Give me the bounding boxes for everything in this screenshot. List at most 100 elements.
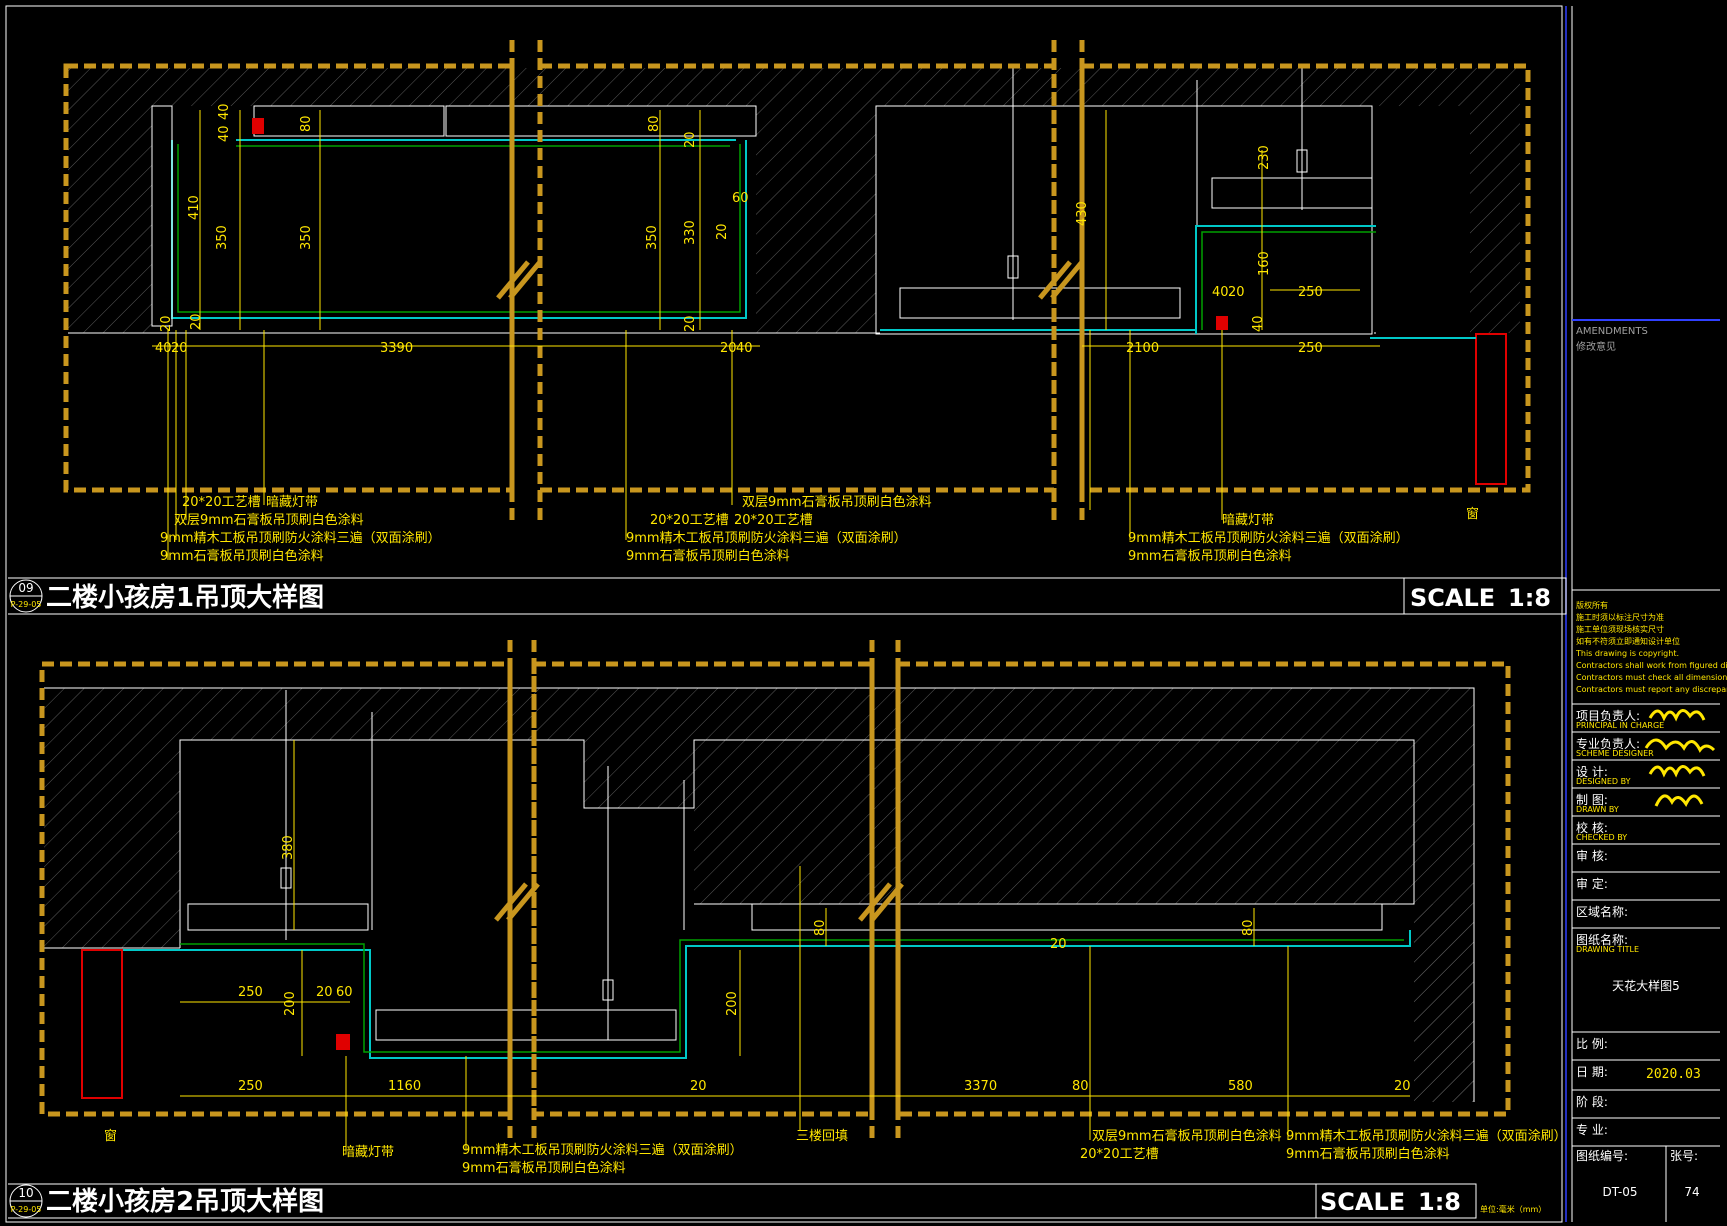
note-2-d-1: 9mm石膏板吊顶刷白色涂料 — [1286, 1146, 1450, 1162]
note-1-left-4: 9mm石膏板吊顶刷白色涂料 — [160, 548, 324, 564]
dim-2-11: 80 — [1072, 1079, 1089, 1094]
dim-2-7: 20 — [690, 1079, 707, 1094]
tb-row-checked-en: CHECKED BY — [1576, 833, 1627, 842]
tb-row-scheme-en: SCHEME DESIGNER — [1576, 749, 1654, 758]
tb-row-design: 设 计: — [1576, 765, 1608, 779]
dim-2-8: 80 — [813, 919, 828, 936]
tb-row-principal: 项目负责人: — [1576, 709, 1640, 723]
window-label-1: 窗 — [1466, 506, 1479, 522]
dim-1-20: 430 — [1075, 201, 1090, 226]
tb-row-checked: 校 核: — [1576, 820, 1608, 835]
tb-row-approve: 审 定: — [1576, 876, 1608, 891]
dim-1-23: 40 — [1212, 285, 1229, 300]
drawing-title-2: 二楼小孩房2吊顶大样图 — [46, 1186, 324, 1217]
window-label-2: 窗 — [104, 1128, 117, 1144]
dim-1-1: 40 — [217, 125, 232, 142]
notice-2: 施工单位须现场核实尺寸 — [1576, 624, 1664, 634]
light-strip-icon — [252, 118, 264, 134]
dim-1-9: 330 — [683, 220, 698, 245]
dim-1-26: 40 — [1251, 315, 1266, 332]
scale-label-1: SCALE — [1410, 584, 1495, 612]
note-1-mid-1: 20*20工艺槽 — [650, 513, 729, 528]
note-2-c-1: 20*20工艺槽 — [1080, 1147, 1159, 1162]
dim-1-8: 350 — [645, 225, 660, 250]
dim-1-28: 2100 — [1126, 341, 1159, 356]
dim-1-21: 230 — [1257, 145, 1272, 170]
title-block: AMENDMENTS 修改意见 版权所有 施工时须以标注尺寸为准 施工单位须现场… — [1572, 319, 1727, 1222]
dim-1-16: 20 — [171, 341, 188, 356]
dim-1-4: 350 — [215, 225, 230, 250]
tb-row-area: 区域名称: — [1576, 904, 1628, 919]
dim-1-24: 20 — [1228, 285, 1245, 300]
drawing-title-1: 二楼小孩房1吊顶大样图 — [46, 582, 324, 613]
dim-1-11: 60 — [732, 191, 749, 206]
note-1-left-0: 20*20工艺槽 — [182, 495, 261, 510]
note-1-right-2: 9mm石膏板吊顶刷白色涂料 — [1128, 548, 1292, 564]
notice-0: 版权所有 — [1576, 600, 1608, 610]
amendments-label: 修改意见 — [1576, 340, 1616, 353]
note-2-c-0: 双层9mm石膏板吊顶刷白色涂料 — [1092, 1128, 1282, 1144]
dim-1-17: 3390 — [380, 341, 413, 356]
dim-2-2: 20 — [316, 985, 333, 1000]
tb-stage-label: 阶 段: — [1576, 1094, 1608, 1109]
tb-date-label: 日 期: — [1576, 1065, 1608, 1079]
unit-label: 单位:毫米（mm） — [1480, 1204, 1546, 1214]
dim-1-10: 20 — [715, 223, 730, 240]
dim-2-10: 3370 — [964, 1079, 997, 1094]
tb-drawing-no-label: 图纸编号: — [1576, 1148, 1628, 1163]
badge-num-1: 09 — [18, 581, 33, 595]
tb-row-design-en: DESIGNED BY — [1576, 777, 1631, 786]
dim-1-12: 20 — [189, 313, 204, 330]
note-1-left-1: 暗藏灯带 — [266, 495, 318, 510]
scale-value-1: 1:8 — [1508, 584, 1551, 612]
dim-1-15: 40 — [155, 341, 172, 356]
note-2-b: 三楼回填 — [796, 1129, 848, 1144]
notice-4: This drawing is copyright. — [1575, 649, 1679, 658]
dim-2-1: 250 — [238, 985, 263, 1000]
dim-1-7: 20 — [683, 131, 698, 148]
tb-drawing-no: DT-05 — [1602, 1185, 1637, 1199]
note-1-right-0: 暗藏灯带 — [1222, 513, 1274, 528]
tb-scale-label: 比 例: — [1576, 1037, 1608, 1051]
dim-2-14: 20 — [1394, 1079, 1411, 1094]
drawing-2: 380 250 20 60 200 250 1160 20 80 200 337… — [8, 640, 1567, 1219]
amendments-en: AMENDMENTS — [1576, 326, 1648, 337]
tb-row-principal-en: PRINCIPAL IN CHARGE — [1576, 721, 1664, 730]
note-1-mid-3: 9mm精木工板吊顶刷防火涂料三遍（双面涂刷） — [626, 530, 907, 546]
notice-1: 施工时须以标注尺寸为准 — [1576, 612, 1664, 622]
window-symbol — [1475, 333, 1507, 485]
tb-discipline-label: 专 业: — [1576, 1122, 1608, 1137]
tb-row-drawn: 制 图: — [1576, 793, 1608, 807]
signatures — [1644, 709, 1716, 807]
tb-sheet-no: 74 — [1684, 1185, 1699, 1199]
dim-1-5: 350 — [299, 225, 314, 250]
note-1-mid-0: 双层9mm石膏板吊顶刷白色涂料 — [742, 494, 932, 510]
window-symbol-2 — [81, 949, 123, 1099]
dim-1-22: 160 — [1257, 251, 1272, 276]
dim-2-13: 580 — [1228, 1079, 1253, 1094]
note-1-mid-4: 9mm石膏板吊顶刷白色涂料 — [626, 548, 790, 564]
dim-2-3: 60 — [336, 985, 353, 1000]
drawing-1: 40 40 80 410 350 350 80 20 350 330 20 60… — [8, 40, 1567, 615]
dim-1-13: 20 — [683, 315, 698, 332]
scale-value-2: 1:8 — [1418, 1188, 1461, 1216]
note-1-left-3: 9mm精木工板吊顶刷防火涂料三遍（双面涂刷） — [160, 530, 441, 546]
dim-1-18: 20 — [720, 341, 737, 356]
dim-1-14: 20 — [159, 315, 174, 332]
note-2-light: 暗藏灯带 — [342, 1145, 394, 1160]
note-1-left-2: 双层9mm石膏板吊顶刷白色涂料 — [174, 512, 364, 528]
tb-row-review: 审 核: — [1576, 848, 1608, 863]
dim-1-3: 410 — [187, 195, 202, 220]
scale-label-2: SCALE — [1320, 1188, 1405, 1216]
dim-1-27: 250 — [1298, 341, 1323, 356]
dim-2-0: 380 — [281, 835, 296, 860]
note-2-a-0: 9mm精木工板吊顶刷防火涂料三遍（双面涂刷） — [462, 1142, 743, 1158]
tb-drawing-name: 天花大样图5 — [1612, 978, 1680, 993]
dim-1-2: 80 — [299, 115, 314, 132]
tb-row-drawn-en: DRAWN BY — [1576, 805, 1619, 814]
tb-date-value: 2020.03 — [1646, 1067, 1701, 1082]
notice-5: Contractors shall work from figured dime… — [1576, 661, 1727, 670]
dim-2-15: 80 — [1241, 919, 1256, 936]
tb-sheet-label: 张号: — [1670, 1149, 1698, 1163]
